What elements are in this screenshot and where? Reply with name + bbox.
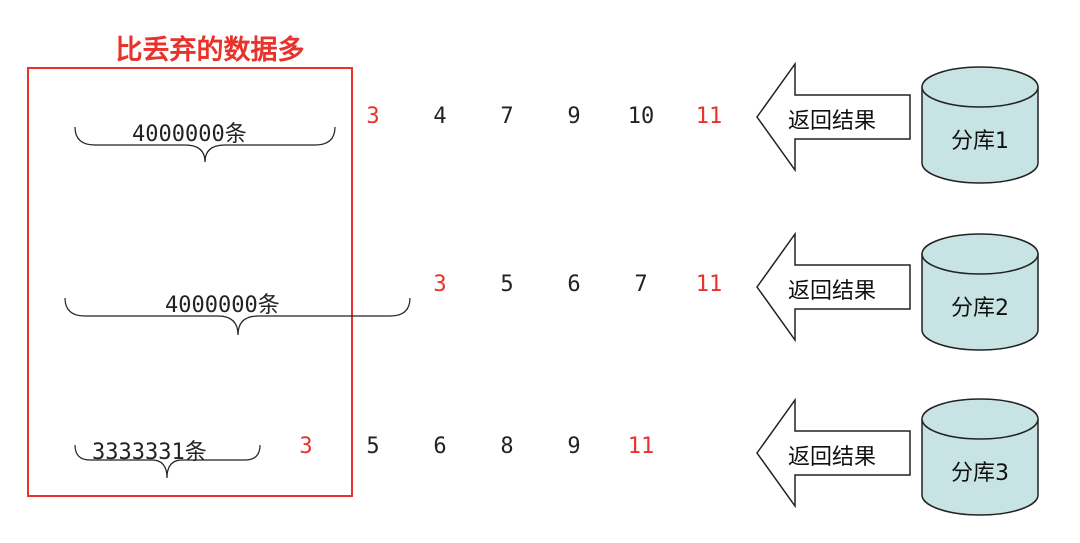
database-2 <box>921 233 1039 351</box>
row-1-count: 4000000条 <box>132 122 247 147</box>
row-1-number: 11 <box>695 104 723 129</box>
brace-row-3 <box>74 444 261 479</box>
brace-row-1 <box>74 126 336 163</box>
row-1-number: 9 <box>567 104 581 129</box>
arrow-row-3 <box>756 398 911 508</box>
brace-row-2 <box>64 297 411 336</box>
row-2-number: 5 <box>500 272 514 297</box>
row-3-number: 9 <box>567 434 581 459</box>
row-2-number: 11 <box>695 272 723 297</box>
row-2-number: 3 <box>433 272 447 297</box>
row-3-number: 11 <box>627 434 655 459</box>
row-3-number: 8 <box>500 434 514 459</box>
row-2-arrow-label: 返回结果 <box>788 279 877 304</box>
row-1-number: 10 <box>627 104 655 129</box>
row-3-arrow-label: 返回结果 <box>788 445 877 470</box>
row-1-number: 7 <box>500 104 514 129</box>
row-3-number: 6 <box>433 434 447 459</box>
row-1-number: 4 <box>433 104 447 129</box>
database-3-label: 分库3 <box>951 461 1009 486</box>
database-1-label: 分库1 <box>951 129 1009 154</box>
row-1-arrow-label: 返回结果 <box>788 109 877 134</box>
row-2-number: 7 <box>634 272 648 297</box>
row-3-number: 3 <box>299 434 313 459</box>
row-2-count: 4000000条 <box>165 293 280 318</box>
row-3-count: 3333331条 <box>92 440 207 465</box>
database-1 <box>921 66 1039 184</box>
arrow-row-2 <box>756 232 911 342</box>
row-2-number: 6 <box>567 272 581 297</box>
diagram-title: 比丢弃的数据多 <box>115 35 305 66</box>
discarded-data-box <box>27 67 353 497</box>
database-2-label: 分库2 <box>951 296 1009 321</box>
database-3 <box>921 398 1039 516</box>
row-3-number: 5 <box>366 434 380 459</box>
row-1-number: 3 <box>366 104 380 129</box>
arrow-row-1 <box>756 62 911 172</box>
